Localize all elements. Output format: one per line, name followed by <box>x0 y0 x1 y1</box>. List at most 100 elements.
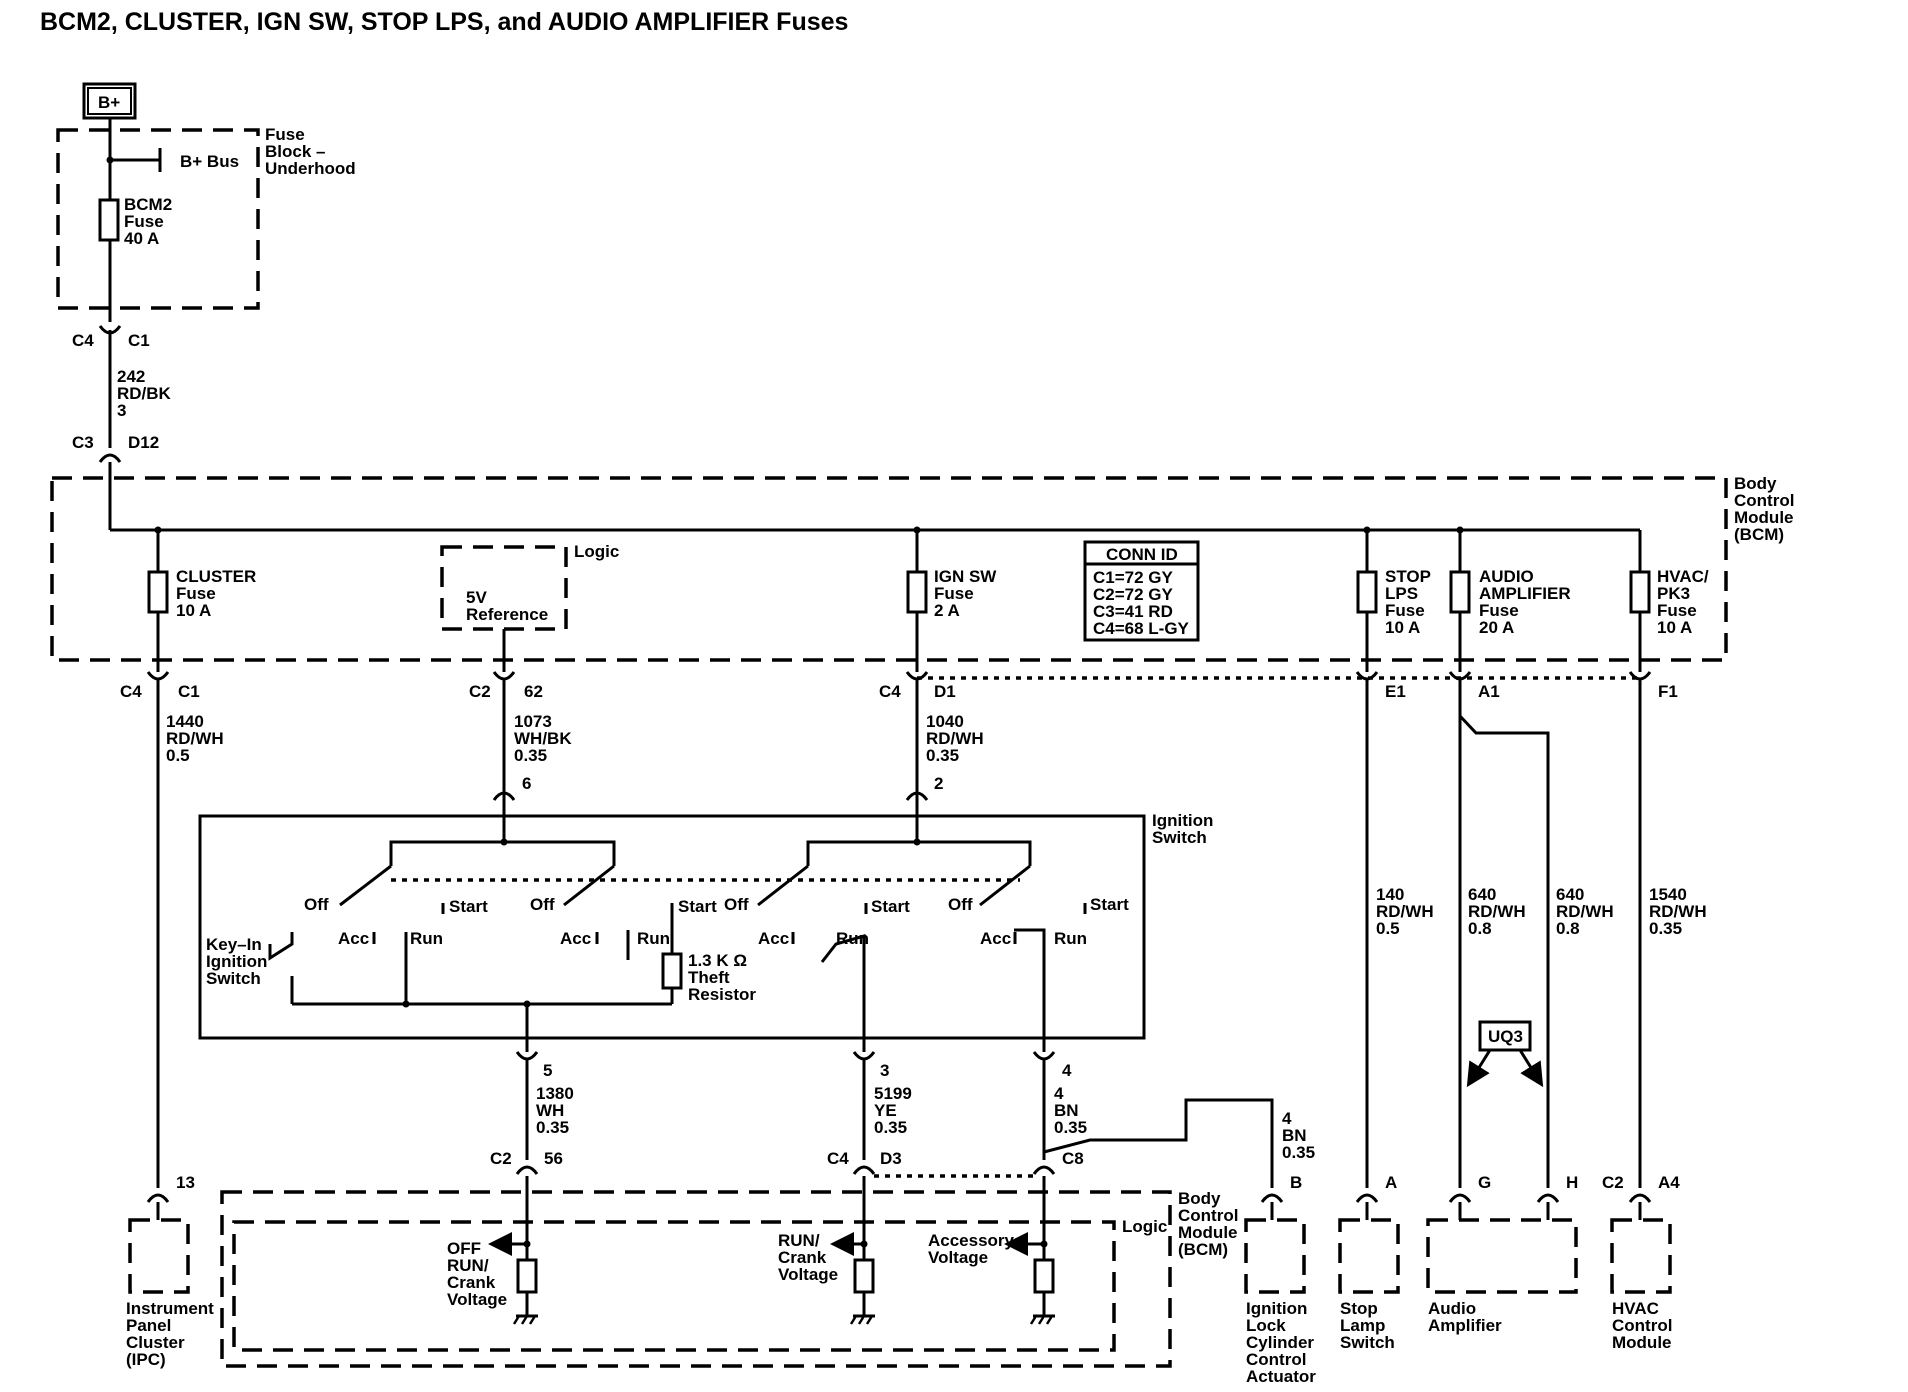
ignition-switch-name: Ignition Switch <box>1152 811 1213 847</box>
connector-c2-62 <box>492 671 516 681</box>
svg-text:Start: Start <box>449 897 488 916</box>
5v-reference-label: 5V Reference <box>466 588 548 624</box>
connector-label: C8 <box>1062 1149 1084 1168</box>
switch-pin-2 <box>905 791 929 801</box>
connector-label: C4 <box>879 682 901 701</box>
svg-text:(IPC): (IPC) <box>126 1350 166 1369</box>
theft-resistor <box>661 952 683 990</box>
svg-text:3: 3 <box>117 401 126 420</box>
svg-text:0.35: 0.35 <box>926 746 959 765</box>
accessory-voltage-label: Accessory Voltage <box>928 1231 1015 1267</box>
svg-text:5V: 5V <box>466 588 487 607</box>
wire-4-bn-label: 4 BN 0.35 <box>1054 1084 1087 1137</box>
connector-label: C2 <box>490 1149 512 1168</box>
pin-label: B <box>1290 1173 1302 1192</box>
svg-text:Body: Body <box>1178 1189 1221 1208</box>
audio-amplifier <box>1426 1218 1578 1294</box>
audio-amplifier-fuse-label: AUDIO AMPLIFIER Fuse 20 A <box>1479 567 1571 637</box>
svg-text:OFF: OFF <box>447 1239 481 1258</box>
audio-amplifier-label: Audio Amplifier <box>1428 1299 1502 1335</box>
pin-label: 5 <box>543 1061 552 1080</box>
bcm2-fuse-label: BCM2 Fuse 40 A <box>124 195 172 248</box>
svg-text:Voltage: Voltage <box>928 1248 988 1267</box>
svg-text:4: 4 <box>1054 1084 1064 1103</box>
fuse-block-underhood <box>56 128 260 310</box>
svg-text:HVAC: HVAC <box>1612 1299 1659 1318</box>
conn-id-table <box>1083 540 1200 642</box>
bcm-input-resistor-1 <box>516 1258 538 1294</box>
svg-text:AMPLIFIER: AMPLIFIER <box>1479 584 1571 603</box>
stop-lps-fuse <box>1356 570 1378 614</box>
svg-text:0.35: 0.35 <box>536 1118 569 1137</box>
pin-label: 6 <box>522 774 531 793</box>
ign-sw-fuse-label: IGN SW Fuse 2 A <box>934 567 997 620</box>
svg-text:1073: 1073 <box>514 712 552 731</box>
ground-icon <box>1029 1314 1055 1325</box>
wire-640-g-label: 640 RD/WH 0.8 <box>1468 885 1526 938</box>
svg-text:Fuse: Fuse <box>1385 601 1425 620</box>
wire-1540-label: 1540 RD/WH 0.35 <box>1649 885 1707 938</box>
svg-text:Ignition: Ignition <box>1246 1299 1307 1318</box>
connector-c2-56 <box>515 1165 539 1175</box>
svg-text:0.35: 0.35 <box>874 1118 907 1137</box>
svg-text:Control: Control <box>1246 1350 1306 1369</box>
pin-label: A <box>1385 1173 1397 1192</box>
svg-text:242: 242 <box>117 367 145 386</box>
connector-label: C1 <box>178 682 200 701</box>
ground-icon <box>512 1314 538 1325</box>
svg-text:1440: 1440 <box>166 712 204 731</box>
svg-text:Voltage: Voltage <box>778 1265 838 1284</box>
svg-text:Run: Run <box>836 929 869 948</box>
svg-text:Ignition: Ignition <box>1152 811 1213 830</box>
svg-text:5199: 5199 <box>874 1084 912 1103</box>
svg-text:Theft: Theft <box>688 968 730 987</box>
svg-text:Acc: Acc <box>980 929 1011 948</box>
hvac-pk3-fuse <box>1629 570 1651 614</box>
svg-text:Lock: Lock <box>1246 1316 1286 1335</box>
svg-text:Underhood: Underhood <box>265 159 356 178</box>
connector-f1 <box>1628 671 1652 681</box>
svg-text:WH: WH <box>536 1101 564 1120</box>
svg-text:RUN/: RUN/ <box>778 1231 820 1250</box>
bcm-lower-logic-box <box>232 1220 1116 1352</box>
wire-1073-label: 1073 WH/BK 0.35 <box>514 712 572 765</box>
connector-a1 <box>1448 671 1472 681</box>
svg-text:Cluster: Cluster <box>126 1333 185 1352</box>
hvac-pk3-fuse-label: HVAC/ PK3 Fuse 10 A <box>1657 567 1709 637</box>
logic-label: Logic <box>1122 1217 1167 1236</box>
ipc-label: Instrument Panel Cluster (IPC) <box>126 1299 214 1369</box>
wire-140-label: 140 RD/WH 0.5 <box>1376 885 1434 938</box>
svg-text:0.35: 0.35 <box>1649 919 1682 938</box>
svg-text:Run: Run <box>410 929 443 948</box>
ignition-switch-housing <box>198 814 1146 1040</box>
svg-text:Start: Start <box>678 897 717 916</box>
svg-text:20 A: 20 A <box>1479 618 1514 637</box>
switch-pin-6 <box>492 791 516 801</box>
stop-lamp-switch-label: Stop Lamp Switch <box>1340 1299 1395 1352</box>
svg-text:RD/WH: RD/WH <box>1649 902 1707 921</box>
svg-text:Run: Run <box>1054 929 1087 948</box>
svg-text:640: 640 <box>1556 885 1584 904</box>
pin-label: 2 <box>934 774 943 793</box>
svg-text:Fuse: Fuse <box>265 125 305 144</box>
conn-id-rows: C1=72 GY C2=72 GY C3=41 RD C4=68 L-GY <box>1093 568 1190 638</box>
hvac-control-module-label: HVAC Control Module <box>1612 1299 1672 1352</box>
svg-text:Control: Control <box>1178 1206 1238 1225</box>
svg-text:WH/BK: WH/BK <box>514 729 572 748</box>
switch-pin-4 <box>1032 1051 1056 1061</box>
svg-text:Start: Start <box>1090 895 1129 914</box>
svg-text:0.8: 0.8 <box>1468 919 1492 938</box>
svg-text:0.35: 0.35 <box>1054 1118 1087 1137</box>
svg-text:STOP: STOP <box>1385 567 1431 586</box>
svg-text:Start: Start <box>871 897 910 916</box>
svg-text:2 A: 2 A <box>934 601 960 620</box>
svg-text:YE: YE <box>874 1101 897 1120</box>
wire-4-bn-branch-label: 4 BN 0.35 <box>1282 1109 1315 1162</box>
fuse-block-name: Fuse Block – Underhood <box>265 125 356 178</box>
cluster-fuse-label: CLUSTER Fuse 10 A <box>176 567 256 620</box>
b-plus-bus-label: B+ Bus <box>180 152 239 171</box>
svg-text:Lamp: Lamp <box>1340 1316 1385 1335</box>
uq3-label: UQ3 <box>1488 1027 1523 1046</box>
connector-label: C4 <box>72 331 94 350</box>
svg-text:AUDIO: AUDIO <box>1479 567 1534 586</box>
